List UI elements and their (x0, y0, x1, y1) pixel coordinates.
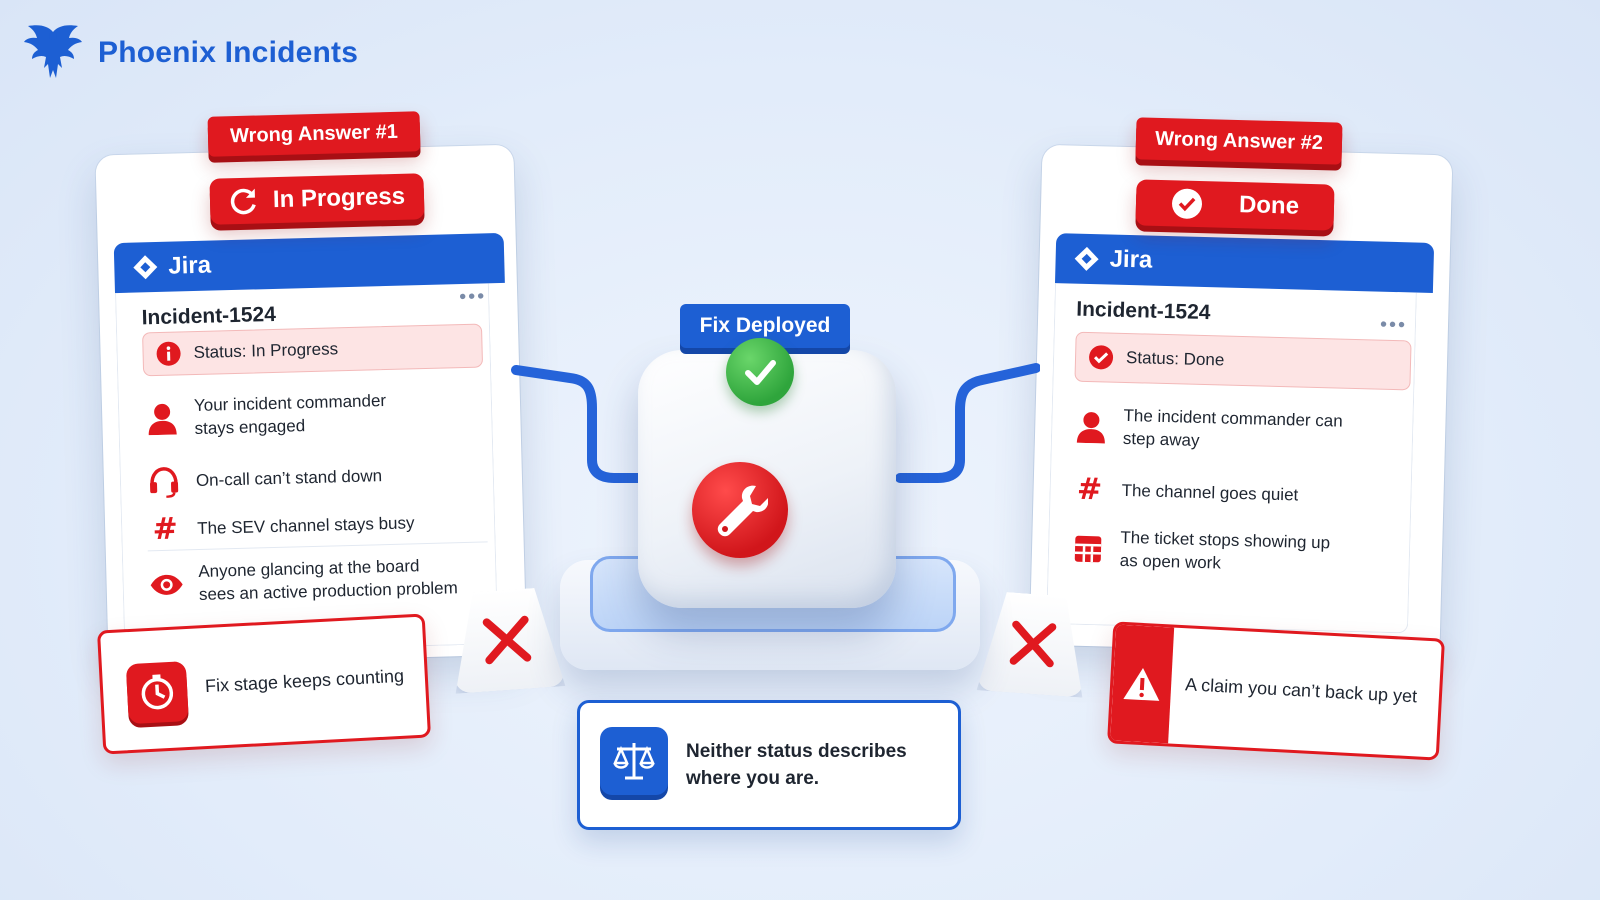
callout-text: A claim you can’t back up yet (1184, 674, 1418, 707)
info-icon (156, 341, 181, 366)
scales-icon (600, 727, 668, 795)
left-jira-bar: Jira (113, 232, 505, 294)
check-circle-icon (1172, 188, 1203, 219)
more-options-icon[interactable]: ••• (458, 285, 487, 309)
brand-name: Phoenix Incidents (98, 36, 359, 69)
person-icon (148, 403, 177, 436)
check-icon (745, 360, 776, 385)
item-text: The channel goes quiet (1121, 480, 1299, 505)
right-card: Jira Incident-1524 ••• Status: Done The … (1029, 144, 1453, 656)
ribbon-label: Wrong Answer #2 (1154, 127, 1324, 154)
right-jira-bar: Jira (1054, 233, 1435, 293)
left-x-block (449, 586, 566, 693)
status-line: Status: Done (1074, 331, 1412, 391)
note-text: where you are. (686, 767, 820, 789)
incident-title: Incident-1524 (141, 302, 277, 330)
wrench-badge (692, 462, 788, 558)
close-icon (480, 613, 533, 666)
status-text: Status: Done (1125, 347, 1225, 370)
bottom-note: Neither status describes where you are. (577, 700, 961, 830)
list-item: On-call can’t stand down (146, 457, 487, 499)
status-text: Status: In Progress (193, 339, 339, 363)
wrong-answer-1-ribbon: Wrong Answer #1 (207, 111, 421, 157)
more-options-icon[interactable]: ••• (1379, 313, 1408, 337)
refresh-icon (230, 188, 256, 215)
close-icon (1007, 618, 1058, 669)
wrench-icon (717, 485, 768, 537)
in-progress-tag: In Progress (209, 173, 425, 225)
hash-icon: # (1076, 471, 1103, 508)
eye-icon (150, 574, 183, 595)
right-pipe (895, 363, 1040, 483)
done-tag: Done (1135, 179, 1335, 231)
left-callout: Fix stage keeps counting (96, 613, 432, 755)
warning-icon (1123, 668, 1160, 701)
item-text: On-call can’t stand down (195, 465, 383, 490)
tag-label: In Progress (272, 182, 406, 214)
headset-icon (150, 467, 179, 499)
person-icon (1076, 412, 1105, 444)
hash-icon: # (152, 511, 179, 548)
right-callout: A claim you can’t back up yet (1107, 621, 1445, 761)
incident-title: Incident-1524 (1076, 297, 1211, 325)
warning-icon-panel (1110, 624, 1175, 744)
check-circle-icon (1089, 345, 1114, 370)
right-x-block (977, 590, 1090, 697)
ribbon-label: Wrong Answer #1 (229, 120, 399, 147)
brand: Phoenix Incidents (22, 22, 358, 84)
phoenix-logo-icon (24, 25, 82, 78)
left-pipe (511, 365, 645, 483)
status-line: Status: In Progress (142, 323, 484, 377)
item-text: The SEV channel stays busy (196, 513, 415, 538)
jira-logo-icon (1074, 246, 1099, 271)
board-icon (1074, 535, 1102, 563)
jira-label: Jira (167, 251, 212, 280)
fix-deployed-text: Fix Deployed (699, 314, 831, 337)
check-badge (726, 338, 794, 406)
callout-text: Fix stage keeps counting (204, 665, 405, 697)
left-card: Jira Incident-1524 ••• Status: In Progre… (95, 144, 527, 666)
jira-label: Jira (1109, 245, 1153, 274)
jira-logo-icon (133, 255, 158, 280)
note-text: Neither status describes (686, 741, 907, 762)
stopwatch-icon (125, 661, 189, 725)
tag-label: Done (1238, 191, 1300, 220)
wrong-answer-2-ribbon: Wrong Answer #2 (1135, 117, 1343, 165)
